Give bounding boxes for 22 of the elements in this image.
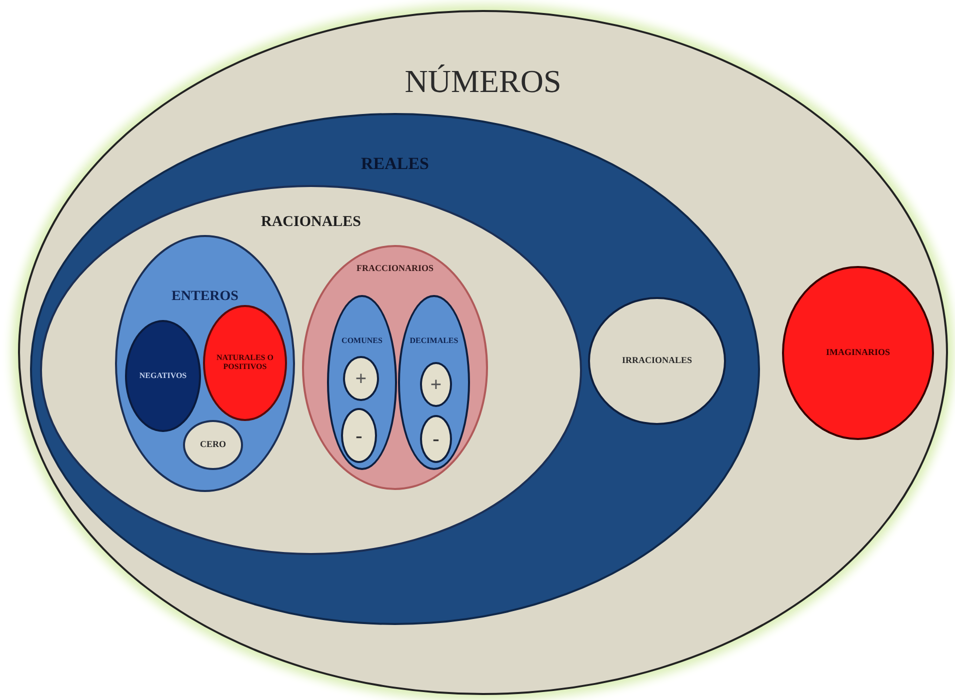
set-label: FRACCIONARIOS xyxy=(356,264,434,274)
set-label: CERO xyxy=(200,440,226,450)
set-label: COMUNES xyxy=(342,337,382,346)
set-label: RACIONALES xyxy=(260,214,362,230)
set-ellipse xyxy=(343,356,379,401)
set-label: IMAGINARIOS xyxy=(826,348,890,358)
set-label: ENTEROS xyxy=(172,289,238,304)
set-label: DECIMALES xyxy=(410,337,458,346)
set-label: REALES xyxy=(360,155,430,174)
set-ellipse xyxy=(420,415,452,463)
set-label: - xyxy=(356,424,362,446)
set-label: NEGATIVOS xyxy=(139,372,187,380)
set-label: + xyxy=(430,374,442,396)
set-label: + xyxy=(355,368,367,390)
set-label: NÚMEROS xyxy=(404,64,562,100)
set-label: IRRACIONALES xyxy=(622,356,692,366)
set-ellipse xyxy=(183,420,243,470)
set-ellipse xyxy=(341,408,377,463)
set-ellipse xyxy=(125,320,201,432)
set-label: NATURALES O POSITIVOS xyxy=(216,354,274,372)
set-label: - xyxy=(432,428,440,450)
set-ellipse xyxy=(420,362,452,407)
